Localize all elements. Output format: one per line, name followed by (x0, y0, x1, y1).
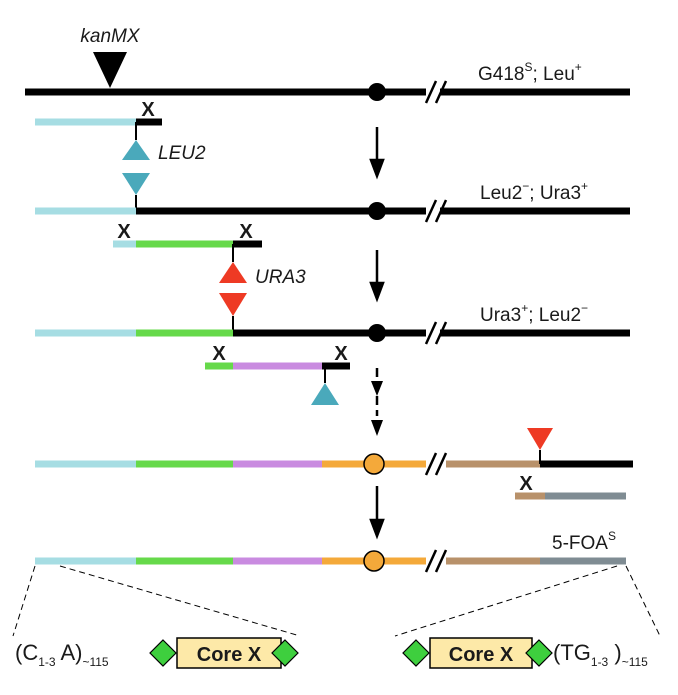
zoom-guides (12, 565, 661, 637)
ura3-label: URA3 (255, 267, 306, 288)
row-5: 5-FOAS (12, 529, 661, 637)
left-repeat-label: (C1-3 A)~115 (15, 640, 109, 669)
centromere (363, 550, 385, 572)
chromosome-break (424, 549, 448, 573)
crossover-mark: X (334, 343, 348, 365)
left-diamond-icon (149, 639, 177, 667)
core-x-label: Core X (197, 644, 262, 666)
right-telomere-detail: Core X (TG1-3 )~115 (402, 637, 648, 669)
row-3-status: Ura3+; Leu2− (480, 301, 588, 326)
kanmx-marker (93, 52, 127, 88)
centromere (363, 453, 385, 475)
chromosome-break (424, 452, 448, 476)
down-arrow (369, 486, 385, 540)
centromere (368, 202, 386, 220)
row-2-status: Leu2−; Ura3+ (480, 179, 588, 204)
crossover-mark: X (519, 473, 533, 495)
down-arrow-head (371, 381, 383, 436)
row-3: Ura3+; Leu2− X X (35, 293, 630, 436)
row-5-status: 5-FOAS (552, 529, 616, 554)
chromosome-break (424, 199, 448, 223)
ura3-marker-down (219, 293, 247, 316)
centromere (368, 83, 386, 101)
leu2-marker-down (122, 173, 150, 195)
left-telomere-detail: (C1-3 A)~115 Core X (15, 637, 299, 669)
crossover-mark: X (117, 221, 131, 243)
leu2-marker-up (311, 383, 339, 405)
left-diamond-icon (271, 639, 299, 667)
crossover-mark: X (141, 99, 155, 121)
row-1: kanMX G418S; Leu+ X LEU2 (25, 26, 630, 180)
leu2-marker-up (122, 140, 150, 160)
down-arrow (369, 250, 385, 303)
row-1-status: G418S; Leu+ (478, 60, 582, 85)
ura3-marker-up (219, 262, 247, 283)
row-4: X (35, 428, 633, 540)
down-arrow (369, 127, 385, 180)
leu2-label: LEU2 (158, 143, 206, 164)
crossover-mark: X (239, 221, 253, 243)
chromosome-break (424, 321, 448, 345)
row-2: Leu2−; Ura3+ X X URA3 (35, 173, 630, 303)
chromosome-break (424, 80, 448, 104)
right-diamond-icon (402, 639, 430, 667)
kanmx-label: kanMX (80, 26, 140, 47)
core-x-box (429, 637, 533, 669)
ura3-marker-down (527, 428, 553, 450)
crossover-mark: X (212, 343, 226, 365)
right-repeat-label: (TG1-3 )~115 (553, 640, 648, 669)
centromere (368, 324, 386, 342)
core-x-label: Core X (449, 644, 514, 666)
right-diamond-icon (525, 639, 553, 667)
